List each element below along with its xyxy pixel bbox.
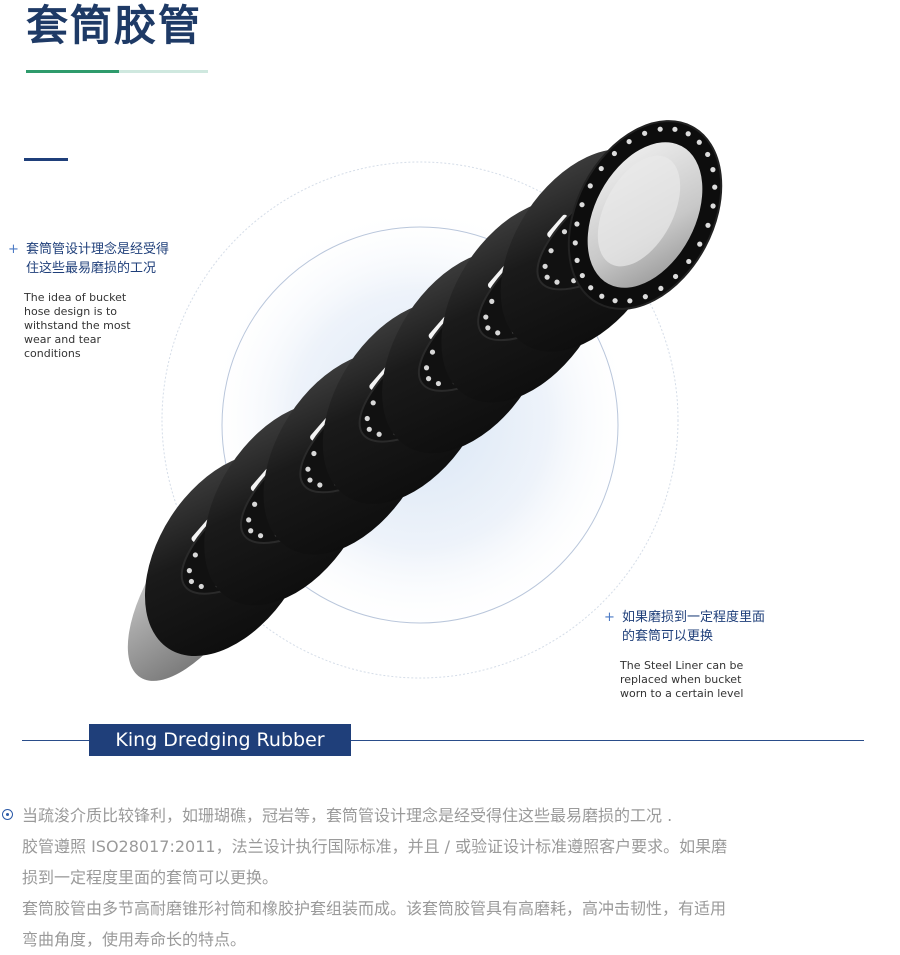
bolt (598, 165, 604, 172)
description-line: 损到一定程度里面的套筒可以更换。 (22, 868, 279, 887)
bolt (495, 330, 501, 336)
note-left-en: The idea of bucket hose design is to wit… (24, 291, 131, 360)
brand-divider (22, 740, 864, 741)
bolt (572, 240, 578, 246)
bolt (705, 222, 711, 228)
bolt (574, 221, 580, 227)
bolt (554, 279, 560, 285)
bolt (672, 126, 678, 132)
bolt (429, 349, 436, 355)
bolt (642, 294, 648, 300)
bolt (561, 229, 568, 235)
hose-body (127, 120, 723, 681)
bolt (257, 533, 264, 539)
note-left: + 套筒管设计理念是经受得 住这些最易磨损的工况 The idea of buck… (8, 240, 198, 361)
description-line: 弯曲角度，使用寿命长的特点。 (22, 930, 247, 949)
liner-highlight (597, 155, 681, 267)
bolt (192, 552, 198, 558)
bolt (198, 583, 204, 590)
bolt (686, 258, 692, 265)
description-line: 套筒胶管由多节高耐磨锥形衬筒和橡胶护套组装而成。该套筒胶管具有高磨耗，高冲击韧性… (22, 899, 727, 918)
bolt (252, 501, 258, 507)
bolt (587, 183, 593, 189)
title-underline (26, 70, 208, 73)
description: 当疏浚介质比较锋利，如珊瑚礁，冠岩等，套筒管设计理念是经受得住这些最易磨损的工况… (2, 800, 882, 955)
bolt (626, 138, 632, 145)
bolt (246, 517, 252, 523)
bolt (542, 263, 548, 269)
backdrop-ring-outer (161, 161, 679, 679)
bolt (548, 248, 554, 254)
brand-label: King Dredging Rubber (89, 724, 351, 756)
bolt (588, 285, 594, 291)
bolt (305, 466, 311, 472)
bolt (366, 426, 372, 432)
bullet-icon (2, 809, 13, 820)
bolt (627, 298, 633, 304)
title-underline-accent (26, 70, 119, 73)
plus-icon: + (8, 242, 19, 257)
bolt (579, 202, 585, 208)
bolt (489, 298, 495, 304)
bolt (579, 272, 585, 279)
bolt (710, 167, 716, 173)
bolt (370, 400, 376, 406)
bolt (657, 126, 663, 132)
bolt (696, 139, 702, 145)
bolt (311, 450, 317, 457)
bolt (712, 184, 718, 190)
sleeve-hose-illustration (127, 120, 723, 681)
bolt (317, 482, 323, 488)
bolt (425, 376, 432, 382)
bolt (376, 431, 382, 437)
bolt (599, 293, 605, 299)
bolt (485, 325, 491, 331)
note-left-cn: 套筒管设计理念是经受得 住这些最易磨损的工况 (26, 242, 170, 276)
backdrop-ring-inner (221, 226, 619, 624)
bolt (188, 578, 195, 585)
bolt (642, 130, 648, 136)
plus-icon: + (604, 610, 615, 625)
bolt (612, 298, 618, 304)
bolt (544, 274, 550, 280)
description-line: 胶管遵照 ISO28017:2011，法兰设计执行国际标准，并且 / 或验证设计… (22, 837, 728, 856)
bolt (186, 568, 192, 574)
page-title: 套筒胶管 (26, 1, 203, 50)
bolt (435, 380, 442, 387)
bolt (697, 241, 703, 247)
bolt (364, 415, 370, 422)
bolt (423, 365, 430, 371)
section-marker-bar (24, 158, 68, 161)
bolt (611, 150, 618, 157)
bolt (672, 273, 679, 280)
bolt (574, 257, 580, 263)
bolt (685, 131, 691, 137)
bolt (483, 314, 489, 320)
note-right-cn: 如果磨损到一定程度里面 的套筒可以更换 (622, 610, 766, 644)
bolt (705, 151, 711, 158)
bolt (307, 477, 313, 483)
description-line: 当疏浚介质比较锋利，如珊瑚礁，冠岩等，套筒管设计理念是经受得住这些最易磨损的工况… (22, 806, 673, 825)
bolt (710, 203, 716, 209)
note-right-en: The Steel Liner can be replaced when buc… (620, 659, 744, 700)
bolt (248, 528, 254, 534)
bolt (658, 285, 664, 292)
note-right: + 如果磨损到一定程度里面 的套筒可以更换 The Steel Liner can… (604, 608, 804, 701)
